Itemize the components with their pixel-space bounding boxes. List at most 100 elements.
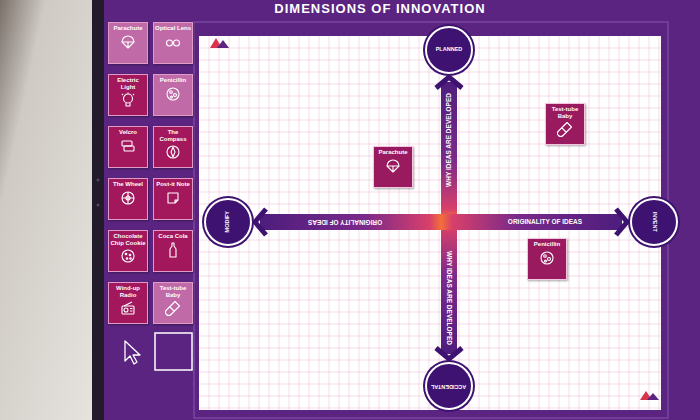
icon-stroke bbox=[122, 306, 134, 314]
invention-tile: Test-tube Baby bbox=[153, 282, 193, 324]
icon-stroke bbox=[174, 93, 177, 96]
grid-line bbox=[199, 144, 661, 145]
axis-end-circle: MODIFY bbox=[204, 198, 252, 246]
grid-lines bbox=[199, 36, 661, 410]
tile-label: Post-it Note bbox=[155, 181, 191, 188]
placed-invention-tile: Parachute bbox=[373, 146, 413, 188]
diagram-title: DIMENSIONS OF INNOVATION bbox=[274, 2, 485, 15]
tile-icon bbox=[165, 86, 181, 102]
icon-stroke bbox=[124, 146, 134, 151]
icon-stroke bbox=[122, 192, 134, 204]
axis-end-label: MODIFY bbox=[225, 211, 231, 232]
arrow-head bbox=[436, 348, 462, 359]
axis-label: ORIGINALITY OF IDEAS bbox=[308, 219, 382, 226]
arrow-head bbox=[255, 209, 266, 235]
invention-tile: The Wheel bbox=[108, 178, 148, 220]
tile-label: Velcro bbox=[110, 129, 146, 136]
icon-stroke bbox=[124, 308, 128, 312]
tile-label: Wind-up Radio bbox=[110, 285, 146, 298]
icon-stroke bbox=[129, 254, 131, 256]
axis-label: ORIGINALITY OF IDEAS bbox=[508, 219, 582, 226]
grid-line bbox=[199, 180, 661, 181]
tile-label: Test-tube Baby bbox=[155, 285, 191, 298]
grid-line bbox=[199, 84, 661, 85]
invention-tile: Velcro bbox=[108, 126, 148, 168]
tile-icon bbox=[165, 300, 181, 316]
icon-stroke bbox=[170, 90, 173, 93]
icon-stroke bbox=[122, 192, 134, 204]
tile-icon bbox=[165, 242, 181, 258]
tile-label: Parachute bbox=[375, 149, 411, 156]
icon-stroke bbox=[170, 243, 176, 257]
placed-invention-tile: Penicillin bbox=[527, 238, 567, 280]
grid-line bbox=[199, 120, 661, 121]
invention-tile: Penicillin bbox=[153, 74, 193, 116]
tile-icon bbox=[120, 34, 136, 50]
grid-line bbox=[199, 72, 661, 73]
axis-end-label: INVENT bbox=[651, 212, 657, 232]
grid-line bbox=[199, 324, 661, 325]
logo-mark bbox=[647, 393, 659, 400]
axis-end-label: ACCIDENTAL bbox=[431, 383, 466, 389]
screen-bezel bbox=[92, 0, 104, 420]
invention-tile: Coca Cola bbox=[153, 230, 193, 272]
tile-icon bbox=[557, 121, 573, 137]
icon-stroke bbox=[171, 147, 175, 157]
grid-line bbox=[199, 408, 661, 409]
icon-stroke bbox=[167, 146, 179, 158]
grid-line bbox=[199, 360, 661, 361]
icon-stroke bbox=[122, 42, 134, 48]
empty-slot bbox=[155, 333, 192, 370]
tile-label: Coca Cola bbox=[155, 233, 191, 240]
icon-stroke bbox=[174, 40, 180, 46]
invention-tile: Electric Light bbox=[108, 74, 148, 116]
tile-icon bbox=[165, 144, 181, 160]
grid-board bbox=[199, 36, 661, 410]
tile-icon bbox=[120, 92, 136, 108]
tile-label: Electric Light bbox=[110, 77, 146, 90]
purple-panel bbox=[104, 0, 700, 420]
axis-label: WHY IDEAS ARE DEVELOPED bbox=[446, 251, 453, 345]
arrow-head bbox=[616, 209, 627, 235]
grid-line bbox=[199, 336, 661, 337]
icon-stroke bbox=[126, 103, 130, 106]
grid-line bbox=[199, 108, 661, 109]
axis-end-label: PLANNED bbox=[436, 47, 463, 53]
grid-line bbox=[199, 264, 661, 265]
invention-tile: The Compass bbox=[153, 126, 193, 168]
tile-label: Optical Lens bbox=[155, 25, 191, 32]
icon-stroke bbox=[167, 88, 179, 100]
icon-stroke bbox=[558, 123, 572, 137]
tile-icon bbox=[385, 158, 401, 174]
tile-icon bbox=[120, 138, 136, 154]
tile-label: The Wheel bbox=[110, 181, 146, 188]
axis-arrow bbox=[255, 209, 627, 235]
icon-stroke bbox=[168, 193, 178, 203]
wall-photo bbox=[0, 0, 92, 420]
axis-bar bbox=[260, 214, 622, 230]
icon-stroke bbox=[548, 257, 551, 260]
invention-tile: Chocolate Chip Cookie bbox=[108, 230, 148, 272]
grid-line bbox=[199, 156, 661, 157]
axis-end-circle: PLANNED bbox=[425, 26, 473, 74]
tile-icon bbox=[539, 250, 555, 266]
axis-label: WHY IDEAS ARE DEVELOPED bbox=[446, 93, 453, 187]
icon-stroke bbox=[545, 260, 547, 262]
icon-stroke bbox=[122, 93, 134, 96]
grid-line bbox=[199, 312, 661, 313]
arrow-head bbox=[436, 77, 462, 88]
icon-stroke bbox=[124, 302, 133, 311]
bezel-dot bbox=[97, 204, 100, 207]
invention-tile: Wind-up Radio bbox=[108, 282, 148, 324]
icon-stroke bbox=[125, 253, 127, 255]
grid-line bbox=[199, 240, 661, 241]
invention-tile: Parachute bbox=[108, 22, 148, 64]
bezel-dot bbox=[97, 179, 100, 182]
board-frame bbox=[194, 22, 668, 418]
axis-end-circle: INVENT bbox=[630, 198, 678, 246]
tile-label: The Compass bbox=[155, 129, 191, 142]
icon-stroke bbox=[130, 258, 132, 260]
